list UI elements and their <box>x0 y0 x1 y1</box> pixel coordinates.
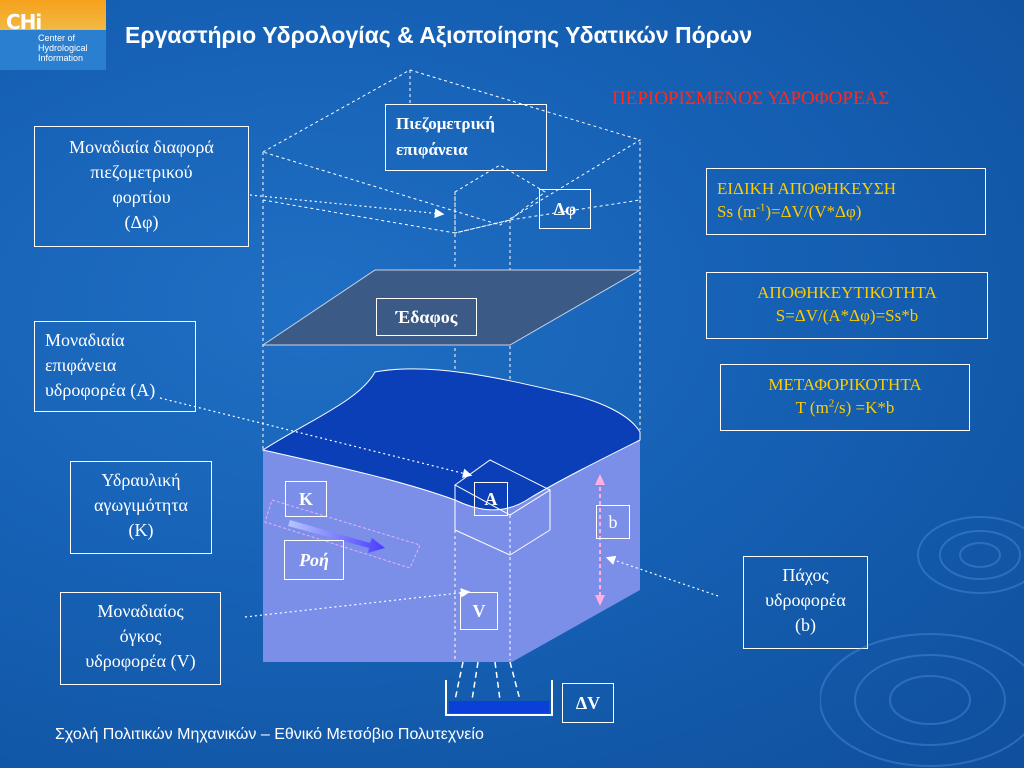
aquifer-thickness-box: Πάχος υδροφορέα (b) <box>743 556 868 649</box>
volume-label: V <box>460 592 498 630</box>
logo-mark: CHi <box>6 10 42 34</box>
unit-column <box>454 459 552 556</box>
b-label: b <box>596 505 630 539</box>
aquifer-top-surface <box>261 368 641 511</box>
area-label: A <box>474 482 508 516</box>
logo-banner <box>0 0 106 30</box>
water-container <box>445 680 553 716</box>
storativity-box: ΑΠΟΘΗΚΕΥΤΙΚΟΤΗΤΑ S=ΔV/(A*Δφ)=Ss*b <box>706 272 988 339</box>
k-label: K <box>285 481 327 517</box>
flow-arrow <box>288 520 385 553</box>
piezometric-surface-label: Πιεζομετρική επιφάνεια <box>385 104 547 171</box>
unit-volume-box: Μοναδιαίος όγκος υδροφορέα (V) <box>60 592 221 685</box>
logo-text: Center of Hydrological Information <box>38 33 88 63</box>
slide-subtitle: ΠΕΡΙΟΡΙΣΜΕΝΟΣ ΥΔΡΟΦΟΡΕΑΣ <box>612 88 890 109</box>
specific-storage-box: ΕΙΔΙΚΗ ΑΠΟΘΗΚΕΥΣΗ Ss (m-1)=ΔV/(V*Δφ) <box>706 168 986 235</box>
drainage-lines <box>454 661 521 701</box>
delta-v-label: ΔV <box>562 683 614 723</box>
ground-label: Έδαφος <box>376 298 477 336</box>
flow-label: Ροή <box>284 540 344 580</box>
pointer-lines <box>159 194 719 618</box>
unit-area-box: Μοναδιαία επιφάνεια υδροφορέα (A) <box>34 321 196 412</box>
page-title: Εργαστήριο Υδρολογίας & Αξιοποίησης Υδατ… <box>125 22 753 48</box>
transmissivity-box: ΜΕΤΑΦΟΡΙΚΟΤΗΤΑ T (m2/s) =K*b <box>720 364 970 431</box>
chi-logo: CHi Center of Hydrological Information <box>0 0 106 70</box>
dphi-label: Δφ <box>539 189 591 229</box>
column-dashed-lines <box>454 515 511 660</box>
ripple-decoration <box>820 516 1024 767</box>
footer-text: Σχολή Πολιτικών Μηχανικών – Εθνικό Μετσό… <box>55 726 484 743</box>
hydraulic-conductivity-box: Υδραυλική αγωγιμότητα (K) <box>70 461 212 554</box>
ground-plane <box>261 269 642 346</box>
unit-head-difference-box: Μοναδιαία διαφορά πιεζομετρικού φορτίου … <box>34 126 249 247</box>
